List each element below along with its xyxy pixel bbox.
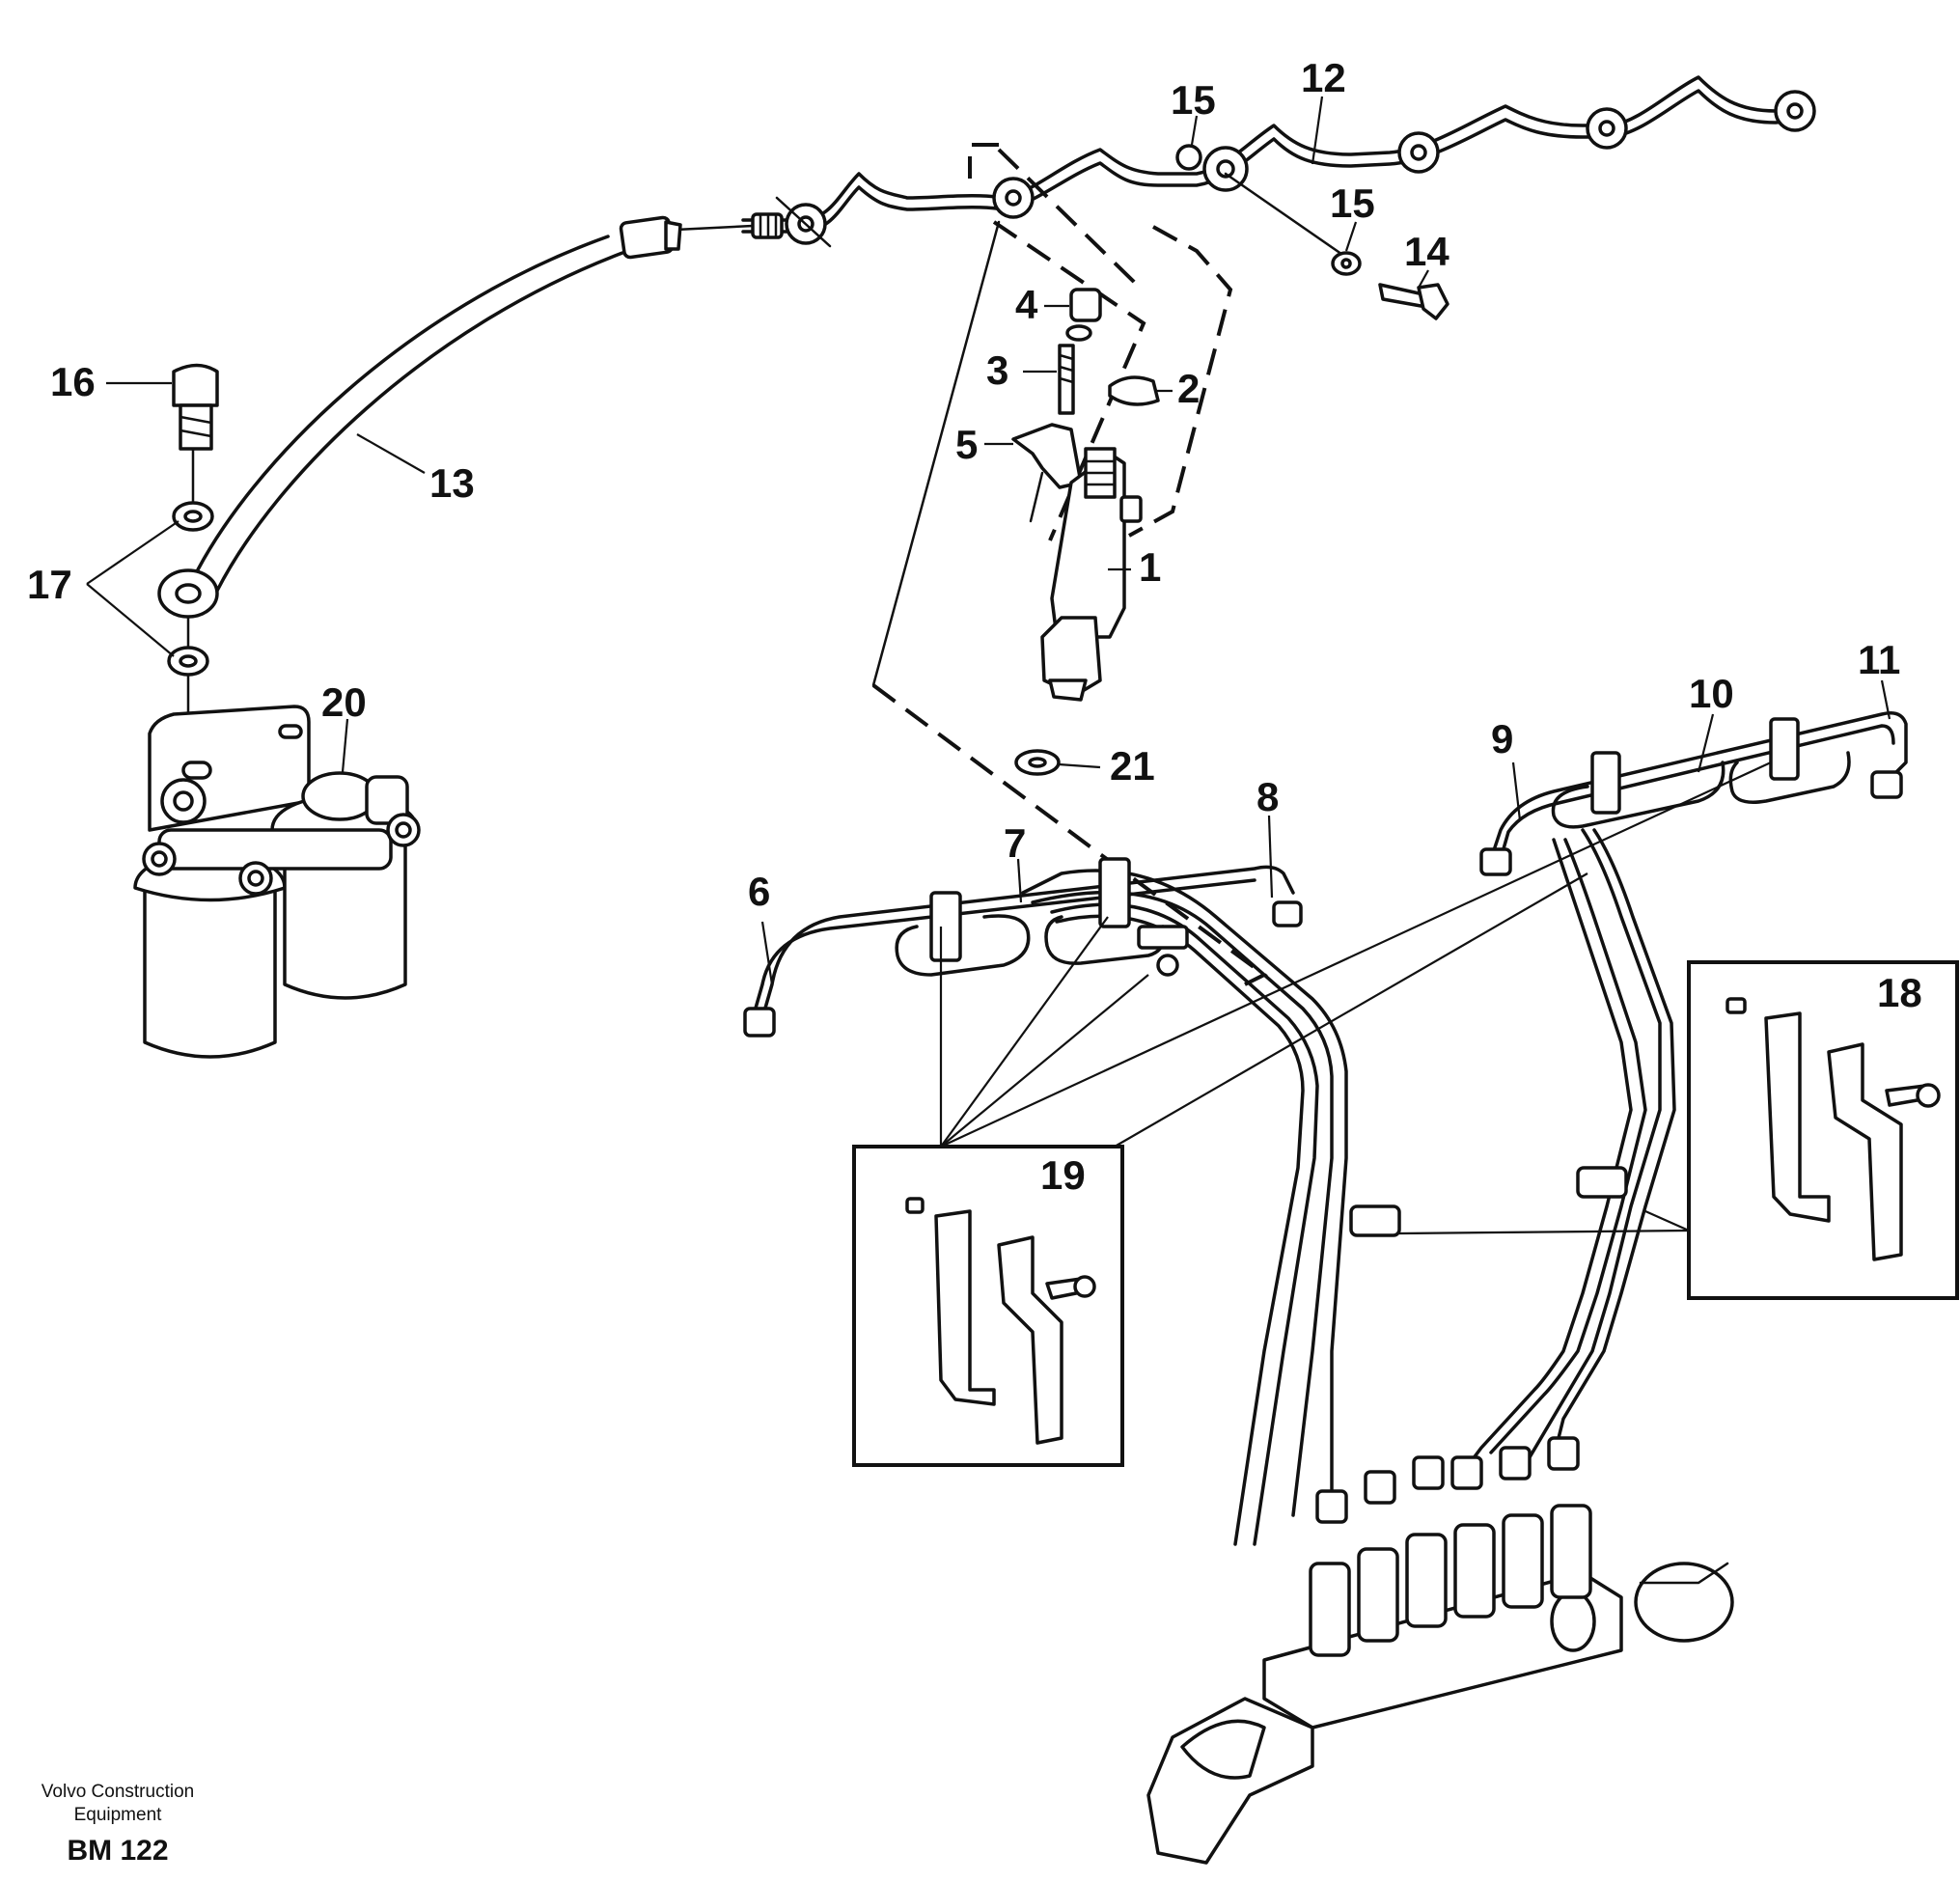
callout-8: 8 — [1256, 774, 1279, 819]
callout-14: 14 — [1404, 229, 1449, 274]
callout-21: 21 — [1110, 743, 1155, 789]
callout-15-upper: 15 — [1171, 77, 1216, 123]
banjo-bolt — [1224, 172, 1449, 320]
callout-2: 2 — [1177, 366, 1200, 411]
bracket-detail-18 — [1687, 960, 1959, 1300]
callout-16: 16 — [50, 359, 96, 404]
callout-6: 6 — [748, 869, 770, 914]
callout-5: 5 — [955, 422, 978, 467]
callout-11: 11 — [1858, 637, 1900, 682]
callout-15-lower: 15 — [1330, 180, 1375, 226]
callout-labels: 1 2 3 4 5 6 7 8 9 10 11 12 13 14 15 15 1… — [27, 55, 1922, 1198]
callout-4: 4 — [1015, 282, 1038, 327]
footer-company-line2: Equipment — [73, 1805, 162, 1825]
callout-leaders — [86, 96, 1891, 985]
callout-3: 3 — [986, 347, 1008, 393]
detail-19-leaders — [939, 761, 1772, 1148]
footer-drawing-code: BM 122 — [67, 1835, 169, 1867]
callout-19: 19 — [1040, 1152, 1086, 1198]
footer-brand: Volvo Construction Equipment BM 122 — [21, 1781, 214, 1868]
return-pipe — [741, 75, 1816, 248]
pump-elements — [1309, 1504, 1592, 1657]
injection-pump — [1146, 1504, 1734, 1865]
callout-10: 10 — [1689, 671, 1734, 716]
callout-12: 12 — [1301, 55, 1346, 100]
callout-9: 9 — [1491, 716, 1513, 761]
callout-13: 13 — [429, 460, 475, 506]
pipe-nuts — [1315, 1436, 1580, 1524]
injection-pipes-right — [1349, 711, 1908, 1469]
injection-pipes-left — [743, 857, 1348, 1546]
callout-18: 18 — [1877, 970, 1922, 1015]
fuel-filter-assembly — [133, 705, 421, 1059]
callout-1: 1 — [1139, 544, 1161, 590]
injector-detail — [871, 143, 1268, 986]
callout-17: 17 — [27, 562, 72, 607]
callout-7: 7 — [1004, 820, 1026, 866]
fuel-hose — [157, 215, 682, 619]
bracket-detail-19 — [852, 1145, 1124, 1467]
pipe-connector — [674, 212, 784, 239]
footer-company-line1: Volvo Construction — [41, 1782, 195, 1802]
callout-20: 20 — [321, 679, 367, 725]
detail-18-leaders — [1398, 1209, 1690, 1235]
